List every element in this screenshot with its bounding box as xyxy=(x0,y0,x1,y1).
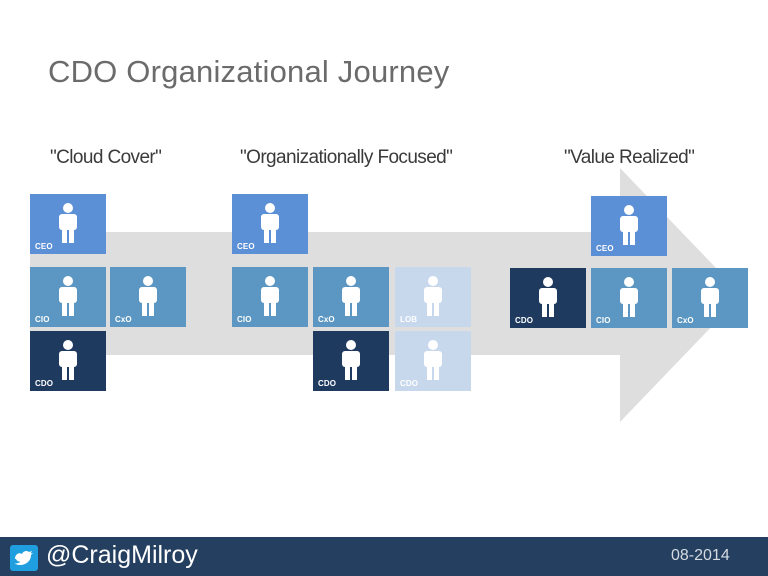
role-tile-label: CDO xyxy=(318,379,337,388)
role-tile-cio: CIO xyxy=(232,267,308,327)
footer-bar xyxy=(0,537,768,576)
role-tile-label: CDO xyxy=(400,379,419,388)
role-tile-label: CxO xyxy=(115,315,132,324)
role-tile-cxo: CxO xyxy=(110,267,186,327)
role-tile-ceo: CEO xyxy=(232,194,308,254)
person-icon xyxy=(261,276,279,316)
person-icon xyxy=(59,203,77,243)
role-tile-ceo: CEO xyxy=(591,196,667,256)
role-tile-label: CDO xyxy=(515,316,534,325)
role-tile-label: CIO xyxy=(237,315,252,324)
role-tile-cio: CIO xyxy=(591,268,667,328)
person-icon xyxy=(59,276,77,316)
role-tile-label: CDO xyxy=(35,379,54,388)
role-tile-label: CEO xyxy=(35,242,53,251)
role-tile-ceo: CEO xyxy=(30,194,106,254)
role-tile-cio: CIO xyxy=(30,267,106,327)
role-tile-cxo: CxO xyxy=(672,268,748,328)
role-tile-label: CEO xyxy=(237,242,255,251)
person-icon xyxy=(342,276,360,316)
stage-label-value-realized: "Value Realized" xyxy=(564,147,695,168)
person-icon xyxy=(620,205,638,245)
twitter-handle: @CraigMilroy xyxy=(46,541,198,569)
slide-date: 08-2014 xyxy=(671,547,730,564)
role-tile-cdo-lob: CDO xyxy=(395,331,471,391)
twitter-bird-icon xyxy=(10,545,38,571)
role-tile-lob: LOB xyxy=(395,267,471,327)
person-icon xyxy=(261,203,279,243)
role-tile-cdo: CDO xyxy=(30,331,106,391)
person-icon xyxy=(424,340,442,380)
person-icon xyxy=(424,276,442,316)
person-icon xyxy=(342,340,360,380)
person-icon xyxy=(701,277,719,317)
role-tile-label: CxO xyxy=(677,316,694,325)
role-tile-label: CxO xyxy=(318,315,335,324)
role-tile-cxo: CxO xyxy=(313,267,389,327)
person-icon xyxy=(620,277,638,317)
person-icon xyxy=(59,340,77,380)
role-tile-label: CIO xyxy=(596,316,611,325)
role-tile-label: CIO xyxy=(35,315,50,324)
slide-title: CDO Organizational Journey xyxy=(48,54,450,89)
stage-label-cloud-cover: "Cloud Cover" xyxy=(50,147,162,168)
person-icon xyxy=(539,277,557,317)
role-tile-cdo: CDO xyxy=(313,331,389,391)
role-tile-cdo: CDO xyxy=(510,268,586,328)
role-tile-label: CEO xyxy=(596,244,614,253)
role-tile-label: LOB xyxy=(400,315,418,324)
stage-label-organizationally-focused: "Organizationally Focused" xyxy=(240,147,453,168)
person-icon xyxy=(139,276,157,316)
